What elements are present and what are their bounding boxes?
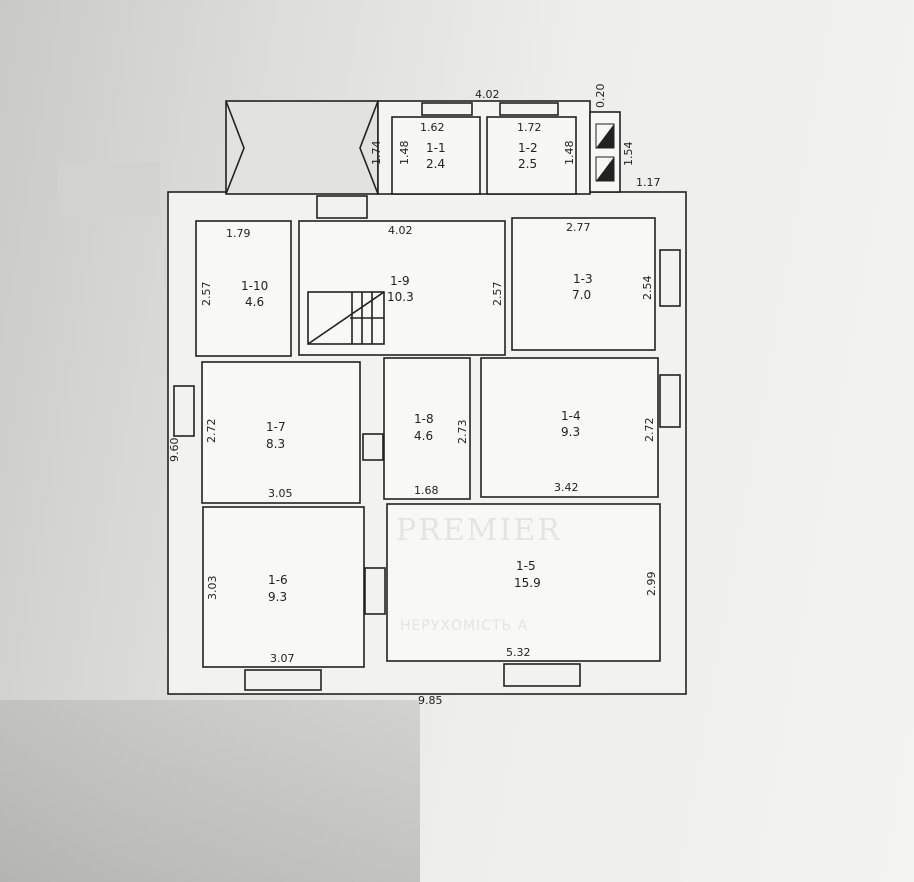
plan-label: 1-9 [390, 274, 410, 288]
window [499, 102, 559, 116]
dim-annex-width: 4.02 [475, 88, 500, 101]
plan-label: 2.72 [205, 419, 218, 444]
porch-slope-right [359, 100, 379, 195]
plan-label: 2.4 [426, 157, 445, 171]
shadow [0, 700, 420, 882]
room-1-5 [386, 503, 661, 662]
plan-label: 1.48 [563, 141, 576, 166]
plan-label: 3.05 [268, 487, 293, 500]
plan-label: 4.6 [414, 429, 433, 443]
plan-label: 2.57 [491, 282, 504, 307]
plan-label: 5.32 [506, 646, 531, 659]
dim-porch: 1.74 [370, 141, 383, 166]
room-1-4 [480, 357, 659, 498]
plan-label: 1-3 [573, 272, 593, 286]
plan-label: 1-5 [516, 559, 536, 573]
plan-label: 2.54 [641, 276, 654, 301]
plan-label: 4.6 [245, 295, 264, 309]
room-1-2 [486, 116, 577, 195]
plan-label: 1.48 [398, 141, 411, 166]
plan-label: 2.72 [643, 418, 656, 443]
plan-label: 2.99 [645, 572, 658, 597]
plan-label: 9.3 [268, 590, 287, 604]
dim-total-height: 9.60 [168, 438, 181, 463]
window [173, 385, 195, 437]
blurred-patch [58, 162, 160, 216]
room-1-6 [202, 506, 365, 668]
plan-label: 2.77 [566, 221, 591, 234]
plan-label: 1-4 [561, 409, 581, 423]
staircase [307, 291, 385, 345]
room-1-8 [383, 357, 471, 500]
doorway [364, 567, 386, 615]
plan-label: 1-8 [414, 412, 434, 426]
room-1-3 [511, 217, 656, 351]
plan-label: 2.73 [456, 420, 469, 445]
window [316, 195, 368, 219]
window [503, 663, 581, 687]
room-1-10 [195, 220, 292, 357]
plan-label: 3.03 [206, 576, 219, 601]
window [659, 249, 681, 307]
dim-chimney-offset: 1.17 [636, 176, 661, 189]
plan-label: 1.62 [420, 121, 445, 134]
dim-annex-offset: 0.20 [594, 84, 607, 109]
window [421, 102, 473, 116]
plan-label: 15.9 [514, 576, 541, 590]
window [244, 669, 322, 691]
doorway [362, 433, 384, 461]
dim-total-width: 9.85 [418, 694, 443, 707]
plan-label: 1-1 [426, 141, 446, 155]
porch [225, 100, 379, 195]
plan-label: 1.79 [226, 227, 251, 240]
plan-label: 1.68 [414, 484, 439, 497]
dim-chimney: 1.54 [622, 142, 635, 167]
plan-label: 3.07 [270, 652, 295, 665]
plan-label: 1.72 [517, 121, 542, 134]
room-1-9 [298, 220, 506, 356]
porch-slope-left [225, 100, 245, 195]
room-1-7 [201, 361, 361, 504]
plan-label: 9.3 [561, 425, 580, 439]
plan-label: 2.5 [518, 157, 537, 171]
plan-label: 8.3 [266, 437, 285, 451]
watermark-brand: PREMIER [396, 513, 562, 548]
plan-label: 2.57 [200, 282, 213, 307]
watermark-subtitle: НЕРУХОМІСТЬ А [400, 618, 528, 634]
plan-label: 10.3 [387, 290, 414, 304]
room-labels: 1-1 2.4 1.62 1.48 1-2 2.5 1.72 1.48 1-3 7.0… [200, 121, 658, 665]
room-1-1 [391, 116, 481, 195]
plan-label: 1-10 [241, 279, 268, 293]
plan-label: 1-6 [268, 573, 288, 587]
plan-label: 1-2 [518, 141, 538, 155]
chimney-flues [595, 123, 615, 182]
plan-label: 1-7 [266, 420, 286, 434]
plan-label: 4.02 [388, 224, 413, 237]
plan-label: 7.0 [572, 288, 591, 302]
window [659, 374, 681, 428]
plan-label: 3.42 [554, 481, 579, 494]
